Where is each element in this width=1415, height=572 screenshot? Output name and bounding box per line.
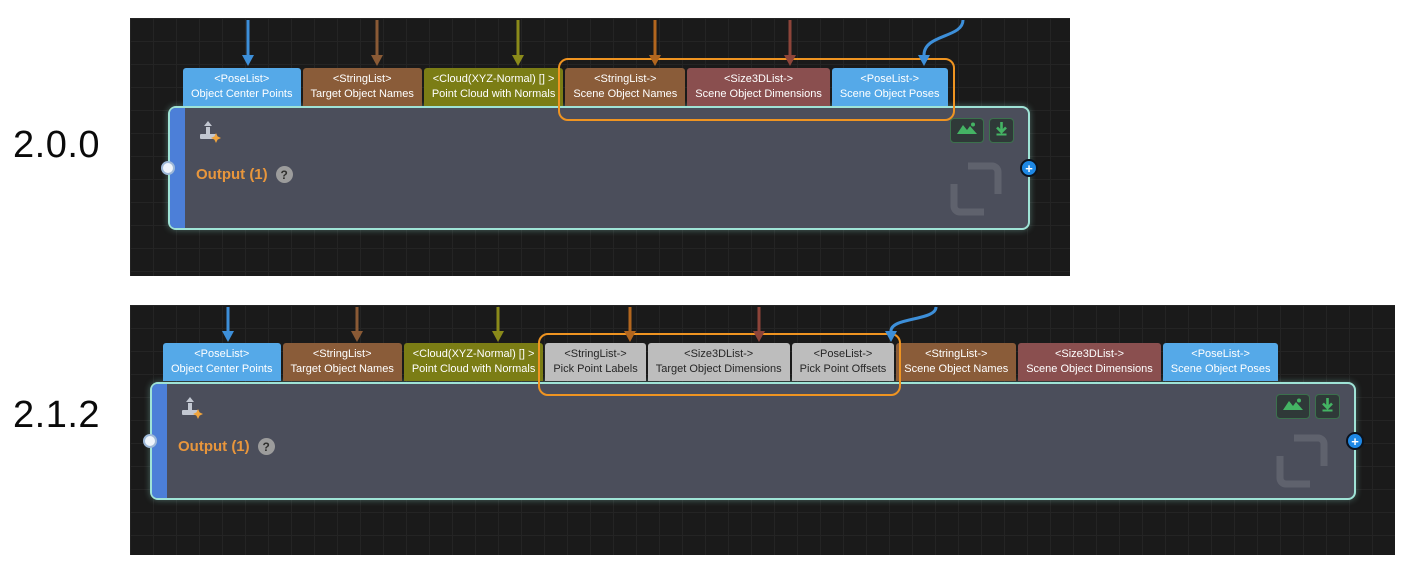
- node-input-port[interactable]: [143, 434, 157, 448]
- port-type: <Cloud(XYZ-Normal) [] >: [432, 73, 555, 85]
- mask-icon: [1282, 397, 1304, 416]
- port-tab-object-center-points[interactable]: <PoseList> Object Center Points: [163, 343, 281, 381]
- output-row: Output (1) ?: [196, 166, 293, 183]
- port-label: Target Object Names: [310, 87, 414, 100]
- step-icon: [196, 120, 224, 151]
- node-output-port[interactable]: +: [1020, 159, 1038, 177]
- port-type: <Size3DList->: [1054, 348, 1125, 360]
- port-tab-target-object-names[interactable]: <StringList> Target Object Names: [282, 343, 402, 381]
- port-label: Scene Object Names: [573, 87, 678, 100]
- plus-icon: +: [1025, 160, 1033, 176]
- output-label: Output (1): [178, 438, 250, 455]
- port-type: <Cloud(XYZ-Normal) [] >: [412, 348, 535, 360]
- download-output-button[interactable]: [989, 118, 1014, 143]
- connection-arrow-pick-point-labels: [624, 307, 636, 342]
- highlighted-ports-group: <StringList-> Scene Object Names <Size3D…: [558, 58, 955, 121]
- input-ports-row: <PoseList> Object Center Points <StringL…: [183, 58, 955, 121]
- port-label: Pick Point Labels: [553, 362, 638, 375]
- node-graph-panel-v200: <PoseList> Object Center Points <StringL…: [130, 18, 1070, 276]
- port-type: <PoseList->: [813, 348, 873, 360]
- visualization-toggle-button[interactable]: [1276, 394, 1310, 419]
- port-type: <Size3DList->: [684, 348, 754, 360]
- port-tab-target-object-dimensions[interactable]: <Size3DList-> Target Object Dimensions: [647, 343, 790, 381]
- port-tab-scene-object-names[interactable]: <StringList-> Scene Object Names: [565, 68, 686, 106]
- port-type: <StringList>: [332, 73, 392, 85]
- port-tab-point-cloud-with-normals[interactable]: <Cloud(XYZ-Normal) [] > Point Cloud with…: [423, 68, 564, 106]
- logo-watermark-icon: [1274, 432, 1330, 495]
- node-accent-bar: [152, 384, 167, 498]
- version-label-2-0-0: 2.0.0: [13, 124, 101, 166]
- port-label: Object Center Points: [171, 362, 273, 375]
- version-label-2-1-2: 2.1.2: [13, 394, 101, 436]
- port-tab-scene-object-names[interactable]: <StringList-> Scene Object Names: [896, 343, 1017, 381]
- port-type: <StringList->: [925, 348, 988, 360]
- connection-arrow-pose-list: [222, 307, 234, 342]
- port-type: <PoseList->: [860, 73, 920, 85]
- node-input-port[interactable]: [161, 161, 175, 175]
- help-badge[interactable]: ?: [257, 438, 275, 455]
- port-tab-target-object-names[interactable]: <StringList> Target Object Names: [302, 68, 422, 106]
- download-arrow-icon: [1321, 397, 1334, 417]
- port-label: Scene Object Poses: [1170, 362, 1271, 375]
- port-label: Pick Point Offsets: [799, 362, 887, 375]
- node-graph-panel-v212: <PoseList> Object Center Points <StringL…: [130, 305, 1395, 555]
- port-tab-scene-object-dimensions[interactable]: <Size3DList-> Scene Object Dimensions: [687, 68, 830, 106]
- mask-icon: [956, 121, 978, 140]
- connection-arrow-cloud: [492, 307, 504, 342]
- port-type: <StringList->: [564, 348, 627, 360]
- highlighted-ports-group: <StringList-> Pick Point Labels <Size3DL…: [538, 333, 902, 396]
- port-tab-scene-object-dimensions[interactable]: <Size3DList-> Scene Object Dimensions: [1018, 343, 1161, 381]
- port-label: Scene Object Dimensions: [695, 87, 822, 100]
- port-label: Point Cloud with Normals: [411, 362, 536, 375]
- logo-watermark-icon: [948, 160, 1004, 223]
- step-node[interactable]: Output (1) ?: [143, 382, 1364, 500]
- download-output-button[interactable]: [1315, 394, 1340, 419]
- input-ports-row: <PoseList> Object Center Points <StringL…: [163, 333, 1279, 396]
- help-badge[interactable]: ?: [275, 166, 293, 183]
- connection-arrow-scene-dimensions: [784, 20, 796, 66]
- connection-arrow-cloud: [512, 20, 524, 66]
- connection-arrow-pose-list: [242, 20, 254, 66]
- port-type: <StringList->: [594, 73, 657, 85]
- port-label: Scene Object Names: [904, 362, 1009, 375]
- node-accent-bar: [170, 108, 185, 228]
- port-type: <PoseList>: [214, 73, 270, 85]
- port-tab-pick-point-offsets[interactable]: <PoseList-> Pick Point Offsets: [791, 343, 895, 381]
- step-icon: [178, 396, 206, 427]
- node-actions: [1276, 394, 1340, 419]
- port-type: <StringList>: [312, 348, 372, 360]
- visualization-toggle-button[interactable]: [950, 118, 984, 143]
- port-label: Target Object Names: [290, 362, 394, 375]
- port-label: Point Cloud with Normals: [431, 87, 556, 100]
- port-tab-object-center-points[interactable]: <PoseList> Object Center Points: [183, 68, 301, 106]
- node-actions: [950, 118, 1014, 143]
- port-label: Scene Object Poses: [839, 87, 940, 100]
- port-type: <Size3DList->: [724, 73, 794, 85]
- port-type: <PoseList>: [194, 348, 250, 360]
- download-arrow-icon: [995, 121, 1008, 141]
- port-tab-point-cloud-with-normals[interactable]: <Cloud(XYZ-Normal) [] > Point Cloud with…: [403, 343, 544, 381]
- plus-icon: +: [1351, 433, 1359, 449]
- port-type: <PoseList->: [1191, 348, 1250, 360]
- port-tab-scene-object-poses[interactable]: <PoseList-> Scene Object Poses: [831, 68, 948, 106]
- node-output-port[interactable]: +: [1346, 432, 1364, 450]
- connection-arrow-string-list: [371, 20, 383, 66]
- connection-arrow-string-list: [351, 307, 363, 342]
- connection-arrow-pick-point-offsets: [885, 306, 938, 342]
- output-label: Output (1): [196, 166, 268, 183]
- port-label: Object Center Points: [191, 87, 293, 100]
- connection-arrow-scene-names: [649, 20, 661, 66]
- step-node[interactable]: Output (1) ?: [161, 106, 1038, 230]
- port-label: Target Object Dimensions: [655, 362, 782, 375]
- port-tab-scene-object-poses[interactable]: <PoseList-> Scene Object Poses: [1162, 343, 1279, 381]
- connection-arrow-target-object-dimensions: [753, 307, 765, 342]
- output-row: Output (1) ?: [178, 438, 275, 455]
- port-tab-pick-point-labels[interactable]: <StringList-> Pick Point Labels: [545, 343, 646, 381]
- connection-arrow-scene-poses: [918, 19, 965, 66]
- port-label: Scene Object Dimensions: [1026, 362, 1153, 375]
